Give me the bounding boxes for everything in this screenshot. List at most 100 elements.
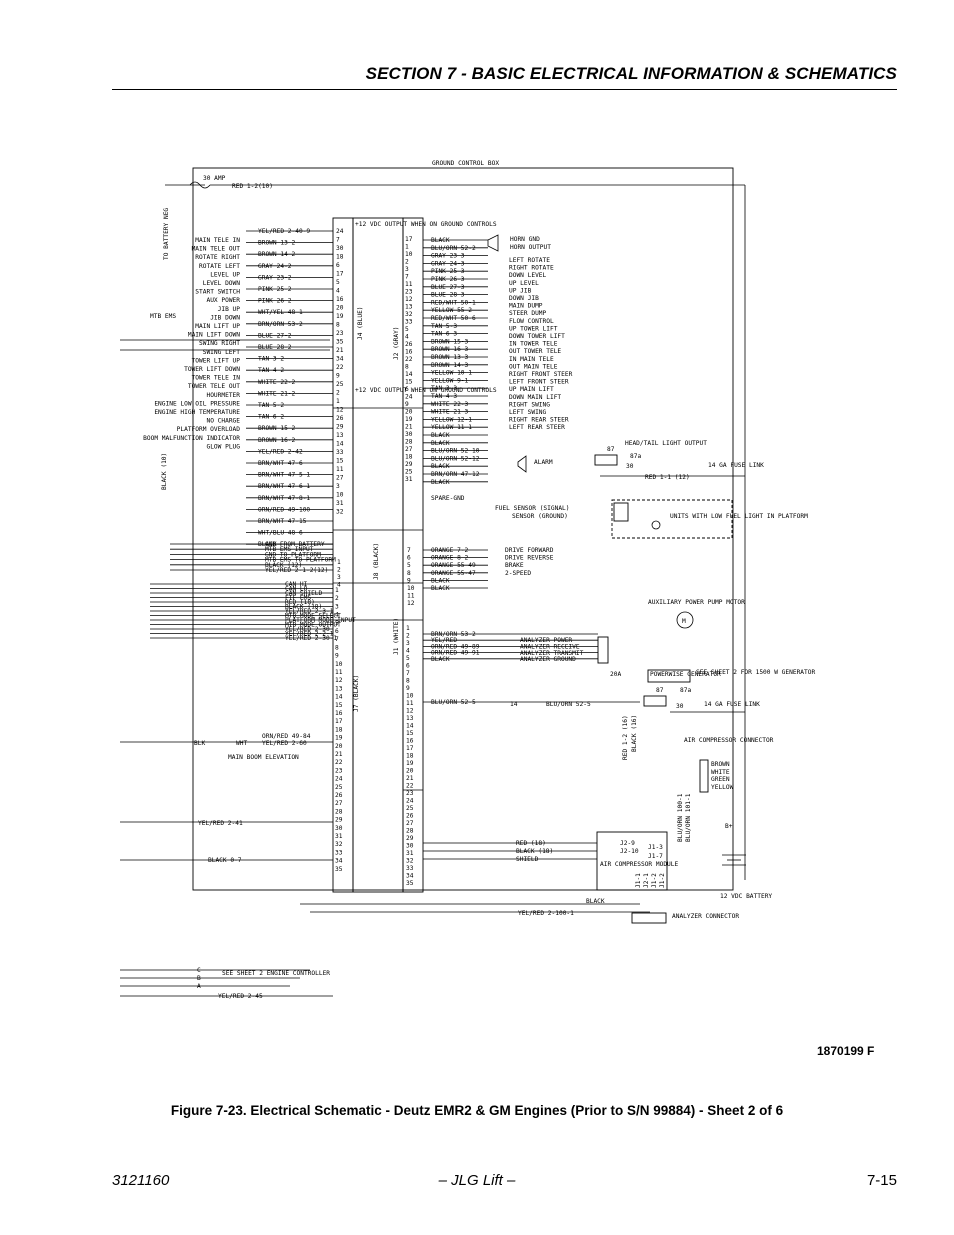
wire-label: BRN/WHT 47-15 [258,518,307,525]
pin-number: 34 [335,858,343,865]
wire-label: PINK 25-3 [431,268,465,275]
pin-number: 4 [406,648,410,655]
wire-label: BLACK [431,656,450,663]
wire-label: BRN/WHT 47-5-1 [258,472,310,479]
pin-number: 26 [405,341,413,348]
red-1-2-10-label: RED 1-2(10) [232,183,273,190]
pin-number: 20 [335,743,343,750]
fuel-light-icon [651,520,661,530]
function-label: ANALYZER TRANSMIT [520,650,584,657]
pin-number: 19 [406,760,414,767]
pin-number: 21 [405,424,413,431]
analyzer-connector-label: ANALYZER CONNECTOR [672,913,739,920]
function-label: TOWER LIFT DOWN [184,366,240,373]
drawing-number: 1870199 F [817,1044,875,1058]
function-label: 2-SPEED [505,570,531,577]
see-sheet2-1500-label: SEE SHEET 2 FOR 1500 W GENERATOR [696,669,815,676]
pin-number: 2 [405,259,409,266]
function-label: UP LEVEL [509,280,539,287]
shield-label: SHIELD [516,856,539,863]
wire-label: GRAY 24-3 [431,260,465,267]
pin-number: 23 [406,790,414,797]
pin-number: 13 [335,685,343,692]
pin-number: 24 [336,228,344,235]
pin-number: 8 [335,644,339,651]
pin-number: 11 [336,466,344,473]
wire-label: BLACK [431,237,450,244]
function-label: UP TOWER LIFT [509,325,558,332]
footer-publisher: – JLG Lift – [438,1172,516,1189]
powerwise-box [647,669,691,683]
pin-number: 1 [405,244,409,251]
wire-label: YEL/RED 2-42 [258,448,303,455]
wire-label: BLU/ORN 52-2 [431,245,476,252]
ground-control-box-outline [192,167,734,891]
wire-label: YELLOW 9-1 [431,377,469,384]
wire-label: CAN SHIELD [285,590,323,597]
pin-number: 13 [406,715,414,722]
function-label: DRIVE FORWARD [505,547,554,554]
function-label: IN MAIN TELE [509,356,554,363]
pin-number: 26 [336,415,344,422]
wire-label: TAN 3-2 [258,356,284,363]
function-label: HOURMETER [206,392,240,399]
orn-red-49-84-label: ORN/RED 49-84 [262,733,311,740]
pin-number: 33 [406,865,414,872]
pin-number: 26 [406,813,414,820]
pin-number: 11 [335,669,343,676]
pin-number: 17 [336,271,344,278]
a-label: A [197,983,201,990]
relay2-87a-label: 87a [680,687,691,694]
pin-number: 19 [405,416,413,423]
pin-number: 8 [336,322,340,329]
blu-orn-52-5b-label: BLU/ORN 52-5 [546,701,591,708]
function-label: MAIN LIFT UP [195,323,240,330]
c-label: C [197,967,201,974]
j1-7-label: J1-7 [648,853,663,860]
pin-number: 9 [336,373,340,380]
function-label: UP MAIN LIFT [509,386,554,393]
function-label: RIGHT FRONT STEER [509,371,573,378]
pin-number: 2 [337,567,341,574]
red-1-2-16-label: RED 1-2 (16) [622,715,629,760]
wire-label: BLACK (18) [285,604,322,611]
pin-number: 31 [336,500,344,507]
pin-number: 28 [406,828,414,835]
function-label: RIGHT REAR STEER [509,417,569,424]
horn-gnd-label: HORN GND [510,236,540,243]
pin-number: 31 [405,476,413,483]
brown-label: BROWN [711,761,730,768]
wire-label: YEL/RED 2-40-9 [258,228,310,235]
j8-label: J8 (BLACK) [373,543,380,580]
air-comp-module-box [596,831,668,891]
pin-number: 2 [335,595,339,602]
pin-number: 3 [406,640,410,647]
function-label: LEFT REAR STEER [509,424,565,431]
pin-number: 9 [405,401,409,408]
function-label: LEFT SWING [509,409,547,416]
function-label: ANALYZER POWER [520,637,572,644]
blu-orn-101-1-label: BLU/ORN 101-1 [685,793,692,842]
pin-number: 3 [337,574,341,581]
function-label: OUT MAIN TELE [509,363,558,370]
function-label: TOWER LIFT UP [192,357,241,364]
j1-label: J1 (WHITE) [393,618,400,655]
bplus-label: B+ [725,823,733,830]
pin-number: 11 [407,593,415,600]
wire-label: BRN/ORN 53-2 [431,631,476,638]
pin-number: 7 [407,547,411,554]
pin-number: 12 [407,600,415,607]
pin-number: 5 [335,620,339,627]
pin-number: 29 [406,835,414,842]
pin-number: 16 [336,296,344,303]
wire-label: PINK 26-3 [431,276,465,283]
wire-label: WHT/BLU 48-6 [258,530,303,537]
pin-number: 27 [335,800,343,807]
blu-orn-100-1-label: BLU/ORN 100-1 [677,793,684,842]
wire-label: BROWN 13-3 [431,354,469,361]
pin-number: 22 [336,364,344,371]
pin-number: 29 [405,461,413,468]
pin-number: 5 [336,279,340,286]
